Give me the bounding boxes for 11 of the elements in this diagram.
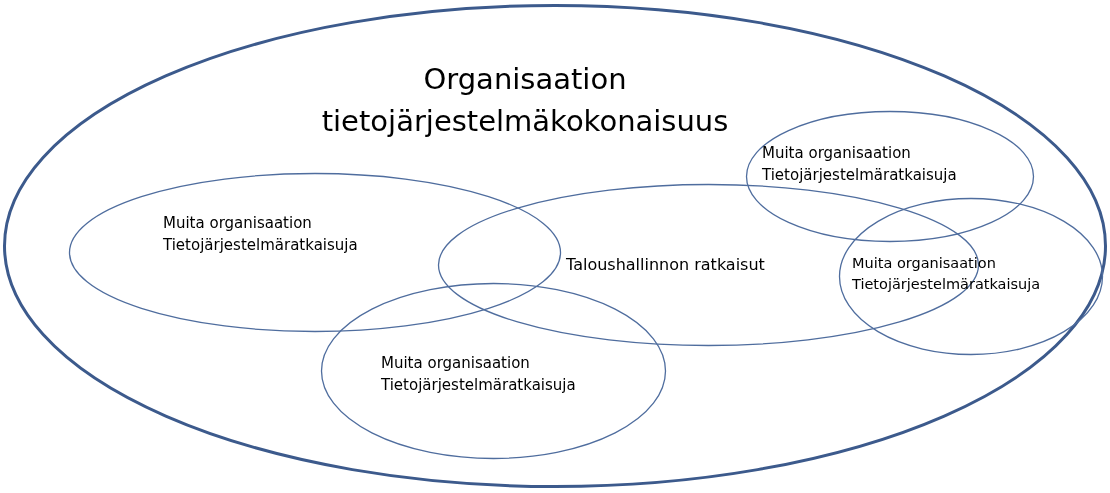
diagram-heading: Organisaation tietojärjestelmäkokonaisuus <box>320 61 730 141</box>
ellipse <box>745 110 1035 243</box>
ellipse <box>68 172 562 333</box>
ellipse-label: Muita organisaation Tietojärjestelmäratkaisuja <box>381 353 577 396</box>
ellipse <box>838 197 1104 356</box>
ellipse-label: Taloushallinnon ratkaisut <box>566 254 766 276</box>
ellipse-label: Muita organisaation Tietojärjestelmäratkaisuja <box>852 254 1042 294</box>
ellipse <box>3 4 1107 488</box>
ellipse <box>320 282 667 460</box>
ellipse-label: Muita organisaation Tietojärjestelmäratkaisuja <box>163 213 359 256</box>
ellipse-label: Muita organisaation Tietojärjestelmäratkaisuja <box>762 143 958 186</box>
